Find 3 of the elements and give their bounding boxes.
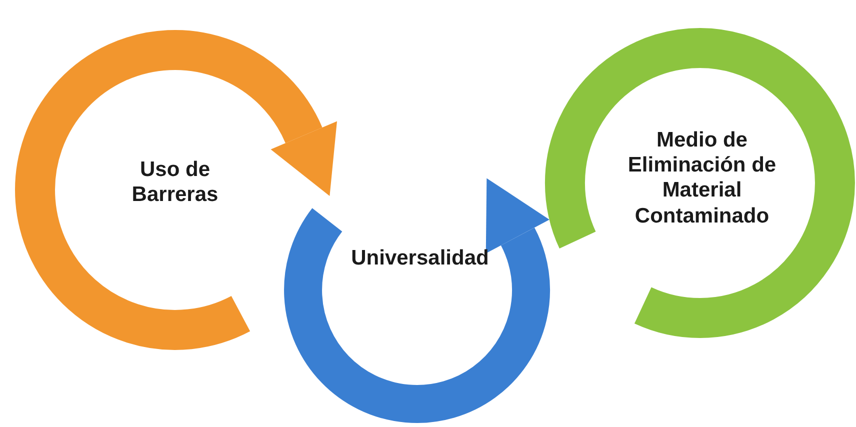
node-label: Universalidad	[350, 245, 490, 271]
node-label: Uso de Barreras	[130, 156, 220, 208]
node-label: Medio de Eliminación de Material Contaminado	[626, 128, 778, 228]
